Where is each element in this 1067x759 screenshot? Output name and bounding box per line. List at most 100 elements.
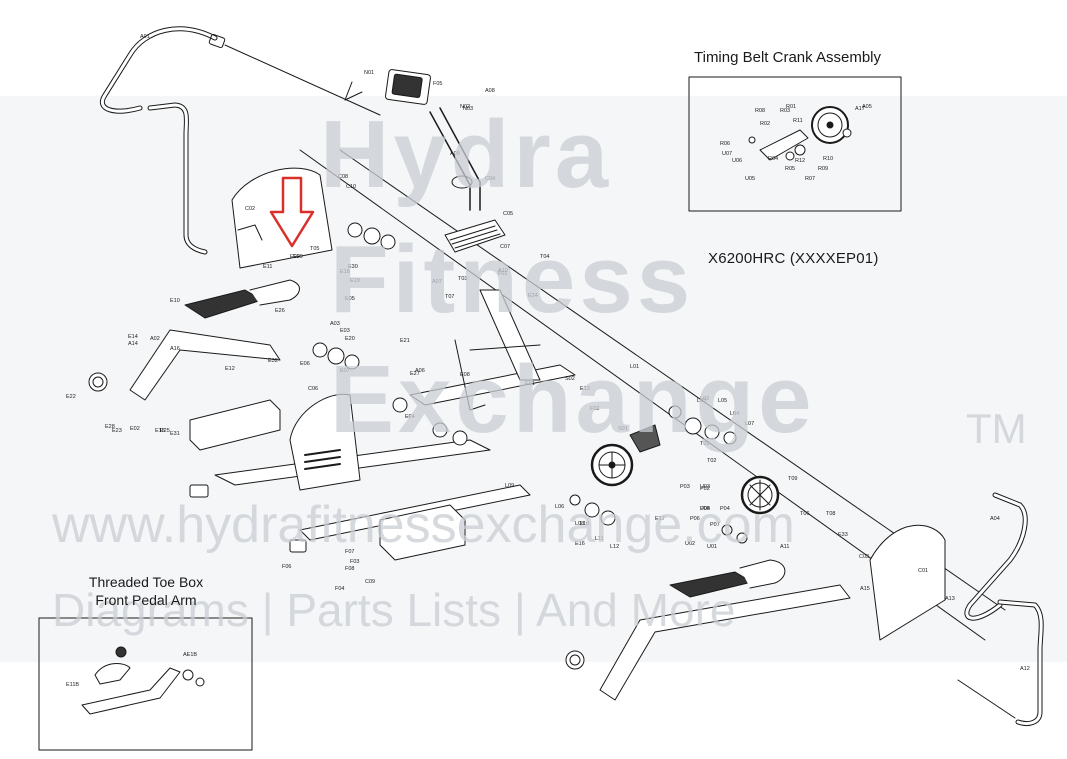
part-label: A06 xyxy=(415,368,425,374)
part-label: R03 xyxy=(780,108,790,114)
part-label: E18 xyxy=(340,269,350,275)
part-label: E24 xyxy=(528,293,538,299)
part-label: E27 xyxy=(410,371,420,377)
part-label: U04 xyxy=(700,506,710,512)
part-label: C05 xyxy=(503,211,513,217)
part-label: L02 xyxy=(700,396,709,402)
part-label: T03 xyxy=(458,276,467,282)
part-label: E16 xyxy=(575,541,585,547)
watermark-brand-mid: Fitness xyxy=(330,226,695,333)
toe-box-title-line1: Threaded Toe Box xyxy=(88,574,204,590)
watermark-trademark: TM xyxy=(966,405,1027,452)
part-label: U02 xyxy=(685,541,695,547)
part-label: F07 xyxy=(345,549,354,555)
part-label: E09 xyxy=(290,254,300,260)
part-label: L01 xyxy=(630,364,639,370)
part-label: A11 xyxy=(780,544,789,550)
part-label: F05 xyxy=(433,81,442,87)
part-label: R11 xyxy=(793,118,803,124)
part-label: A10 xyxy=(498,268,508,274)
part-label: R09 xyxy=(818,166,828,172)
part-label: T02 xyxy=(707,458,716,464)
toe-box-pedal-arm xyxy=(81,646,205,715)
part-label: L12 xyxy=(610,544,619,550)
part-label: A04 xyxy=(990,516,1000,522)
part-label: E01 xyxy=(525,381,535,387)
part-label: C09 xyxy=(365,579,375,585)
part-label: P04 xyxy=(720,506,730,512)
left-pedal-arm xyxy=(129,329,281,401)
part-label: R06 xyxy=(720,141,730,147)
console xyxy=(344,69,431,105)
part-label: E05 xyxy=(345,296,355,302)
part-label: A07 xyxy=(432,279,442,285)
part-label: T05 xyxy=(310,246,319,252)
part-label-layer: A01A02A03A04A05A06A07A08A09A10A11A12A13A… xyxy=(66,34,1030,688)
part-label: N02 xyxy=(460,104,470,110)
part-label: E29 xyxy=(293,254,303,260)
left-shroud xyxy=(231,167,333,269)
part-label: F06 xyxy=(282,564,291,570)
part-label: E30 xyxy=(348,264,358,270)
part-label: E22 xyxy=(66,394,76,400)
right-pedal-arm xyxy=(599,584,851,701)
part-label: R05 xyxy=(785,166,795,172)
part-label: L04 xyxy=(730,411,739,417)
part-label: C02 xyxy=(245,206,255,212)
part-label: E26 xyxy=(275,308,285,314)
part-label: P07 xyxy=(710,522,720,528)
part-label: E06 xyxy=(300,361,310,367)
part-label: C04 xyxy=(485,176,495,182)
part-label: L09 xyxy=(505,483,514,489)
flywheel xyxy=(590,443,634,487)
part-label: A15 xyxy=(860,586,870,592)
part-label: E21 xyxy=(400,338,410,344)
part-label: L05 xyxy=(718,398,727,404)
part-label: E11 xyxy=(263,264,272,270)
part-label: E32 xyxy=(268,358,278,364)
part-label: C01 xyxy=(918,568,928,574)
part-label: T01 xyxy=(700,441,709,447)
right-shroud xyxy=(869,524,946,641)
part-label: T06 xyxy=(800,511,809,517)
part-label: E14 xyxy=(128,334,138,340)
watermark-brand-top: Hydra xyxy=(320,101,613,208)
bearing-stack-upper xyxy=(312,222,468,446)
part-label: N01 xyxy=(364,70,374,76)
part-label: S02 xyxy=(565,376,575,382)
part-label: T08 xyxy=(826,511,835,517)
part-label: E07 xyxy=(340,368,350,374)
part-label: A05 xyxy=(862,104,872,110)
part-label: U05 xyxy=(745,176,755,182)
timing-belt-assembly-title: Timing Belt Crank Assembly xyxy=(694,49,882,66)
part-label: F02 xyxy=(590,406,599,412)
part-label: A16 xyxy=(170,346,180,352)
part-label: E23 xyxy=(112,428,122,434)
part-label: T04 xyxy=(540,254,549,260)
part-label: A08 xyxy=(485,88,495,94)
part-label: F04 xyxy=(335,586,344,592)
part-label: E10 xyxy=(170,298,180,304)
part-label: R08 xyxy=(755,108,765,114)
part-label: E03 xyxy=(340,328,350,334)
part-label: AE1B xyxy=(183,652,197,658)
part-label: A13 xyxy=(945,596,955,602)
part-label: C06 xyxy=(308,386,318,392)
part-label: P03 xyxy=(680,484,690,490)
part-label: E19 xyxy=(350,278,360,284)
toe-box-title-line2: Front Pedal Arm xyxy=(95,592,197,608)
part-label: A14 xyxy=(128,341,138,347)
part-label: A09 xyxy=(450,151,460,157)
part-label: S01 xyxy=(618,426,628,432)
part-label: E02 xyxy=(130,426,140,432)
part-label: E12 xyxy=(225,366,235,372)
part-label: F08 xyxy=(345,566,354,572)
part-label: R12 xyxy=(795,158,805,164)
part-label: E20 xyxy=(345,336,355,342)
timing-belt-inset-frame xyxy=(688,76,902,212)
part-label: E15 xyxy=(155,428,165,434)
part-label: A03 xyxy=(330,321,340,327)
part-label: E08 xyxy=(460,372,470,378)
timing-belt-sprocket xyxy=(811,106,852,144)
